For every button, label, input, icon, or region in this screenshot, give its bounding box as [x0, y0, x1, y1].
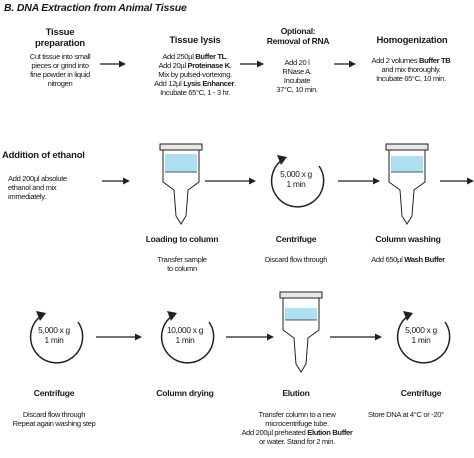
centrifuge-rotation-icon [160, 311, 215, 364]
homogenization-heading: Homogenization [376, 35, 448, 46]
centrifuge2-text: Discard flow through Repeat again washin… [12, 410, 96, 428]
tissue-lysis-heading: Tissue lysis [169, 35, 221, 46]
homogenization-text: Add 2 volumes Buffer TB and mix thorough… [371, 56, 451, 83]
elution-heading: Elution [282, 388, 310, 398]
loading-heading: Loading to column [145, 234, 219, 244]
centrifuge1-heading: Centrifuge [275, 234, 317, 244]
column-washing-text: Add 650µl Wash Buffer [371, 255, 445, 264]
spin-column-washing [385, 143, 429, 225]
column-washing-heading: Column washing [375, 234, 441, 244]
loading-text: Transfer sample to column [157, 255, 207, 273]
spin-column-elution [279, 291, 323, 373]
centrifuge2-label: 5,000 x g 1 min [38, 325, 70, 345]
centrifuge-rotation-icon [270, 155, 325, 208]
centrifuge1-label: 5,000 x g 1 min [280, 169, 312, 189]
column-drying-heading: Column drying [156, 388, 214, 398]
spin-column-loading [159, 143, 203, 225]
tissue-prep-text: Cut tissue into small pieces or grind in… [29, 52, 91, 88]
column-drying-label: 10,000 x g 1 min [166, 325, 204, 345]
centrifuge2-heading: Centrifuge [33, 388, 75, 398]
centrifuge3-label: 5,000 x g 1 min [405, 325, 437, 345]
centrifuge-rotation-icon [29, 311, 84, 364]
ethanol-heading: Addition of ethanol [2, 150, 85, 161]
ethanol-text: Add 200µl absolute ethanol and mix immed… [8, 174, 67, 201]
centrifuge3-text: Store DNA at 4°C or -20° [368, 410, 444, 419]
elution-text: Transfer column to a new microcentrifuge… [241, 410, 353, 446]
diagram-title: B. DNA Extraction from Animal Tissue [4, 2, 187, 14]
centrifuge-rotation-icon [396, 311, 451, 364]
tissue-prep-heading: Tissue preparation [34, 27, 86, 49]
centrifuge3-heading: Centrifuge [400, 388, 442, 398]
tissue-lysis-text: Add 250µl Buffer TL. Add 20µl Proteinase… [154, 52, 236, 97]
rna-removal-text: Add 20 l RNase A. Incubate 37°C, 10 min. [276, 58, 318, 94]
rna-removal-heading: Optional: Removal of RNA [266, 26, 330, 46]
centrifuge1-text: Discard flow through [264, 255, 328, 264]
